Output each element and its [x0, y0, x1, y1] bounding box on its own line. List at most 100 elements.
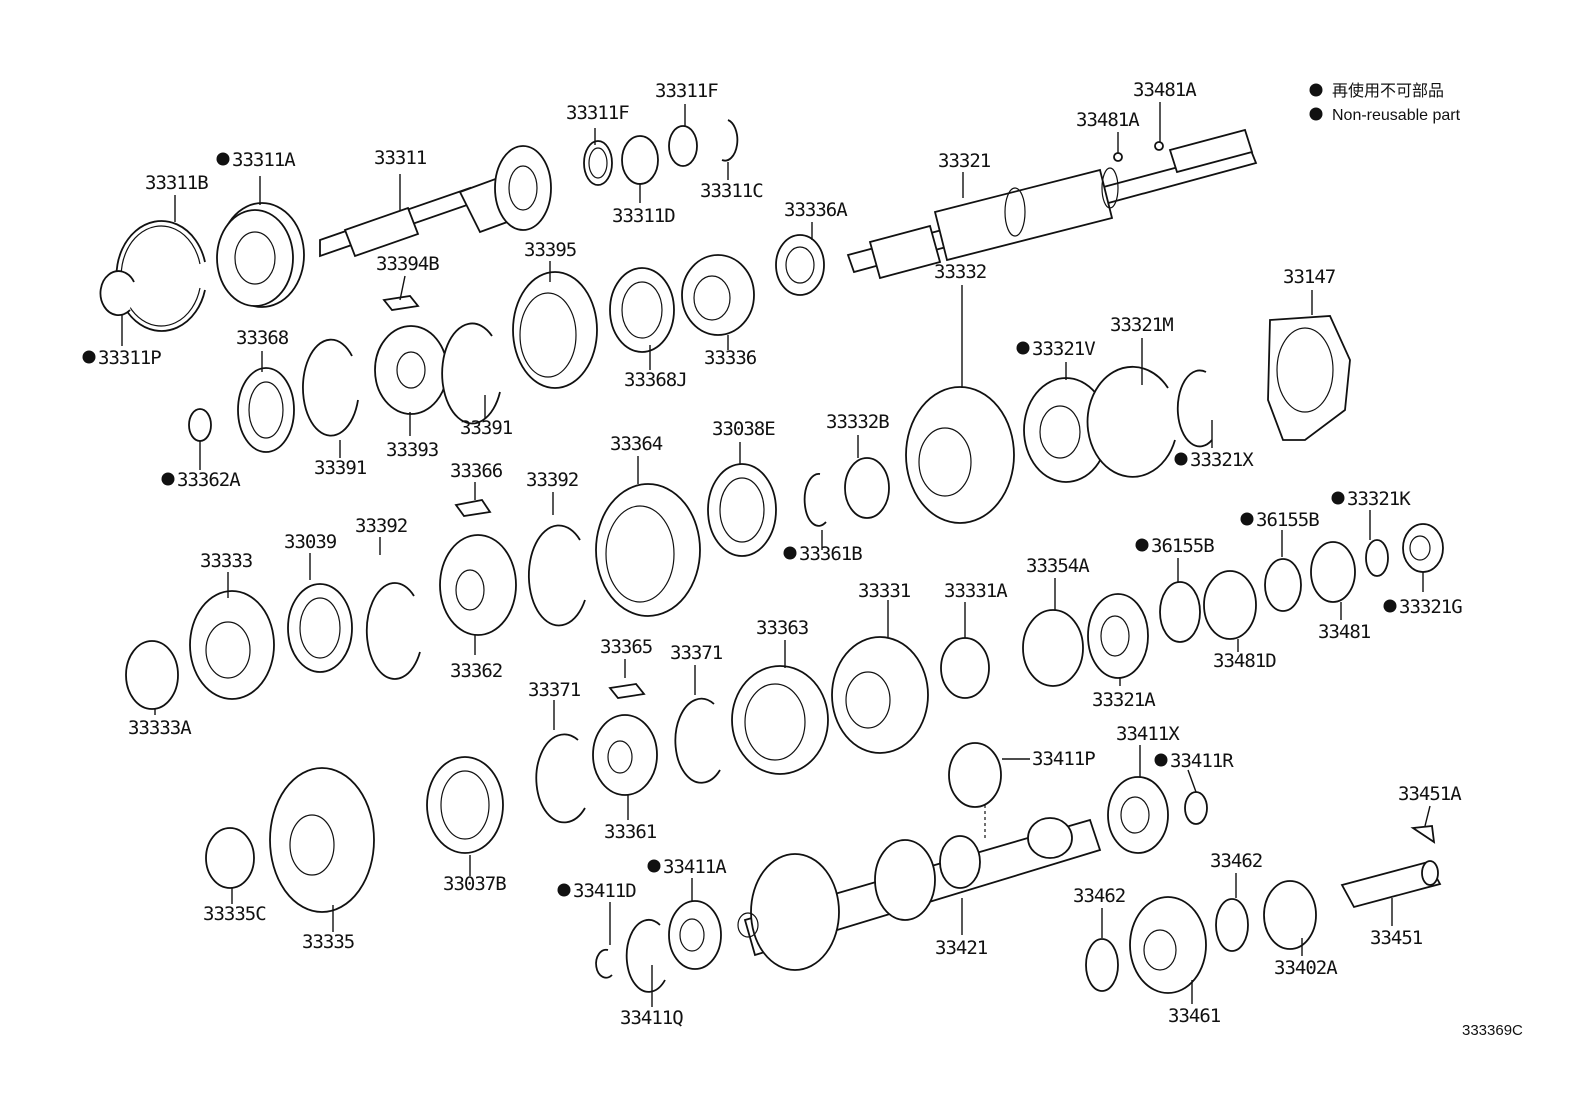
sleeve-part [512, 271, 598, 389]
needle-bearing-part [940, 637, 990, 699]
shifting-key-part [382, 295, 420, 311]
part-label: 33361B [783, 543, 863, 565]
snap-ring-part [527, 524, 586, 627]
part-label: 33311 [374, 147, 428, 169]
part-label: 33402A [1274, 957, 1339, 979]
snap-ring-part [625, 918, 666, 993]
key-part [1410, 825, 1436, 844]
needle-bearing-part [844, 457, 890, 519]
synchronizer-ring-part [609, 267, 675, 353]
part-number-text: 33365 [600, 636, 652, 658]
part-number-text: 33336A [784, 199, 848, 221]
part-label: 33335 [302, 931, 355, 953]
part-label: 33321A [1092, 689, 1157, 711]
needle-bearing-part [1310, 541, 1356, 603]
part-number-text: 33321G [1399, 596, 1462, 618]
part-number-text: 33393 [386, 439, 439, 461]
synchronizer-ring-part [287, 583, 353, 673]
housing-part [1267, 315, 1351, 441]
non-reusable-dot-icon [1309, 107, 1323, 121]
part-number-text: 33481A [1076, 109, 1140, 131]
part-number-text: 33391 [460, 417, 513, 439]
shifting-key-part [454, 499, 492, 517]
output-shaft-part [846, 128, 1258, 280]
part-number-text: 33461 [1168, 1005, 1221, 1027]
part-number-text: 33333 [200, 550, 253, 572]
part-number-text: 33391 [314, 457, 367, 479]
part-number-text: 33361 [604, 821, 657, 843]
part-label: 33481D [1213, 650, 1277, 672]
snap-ring-part [803, 473, 827, 527]
part-number-text: 33311D [612, 205, 675, 227]
gear-part [189, 590, 275, 700]
part-number-text: 33451A [1398, 783, 1462, 805]
part-number-text: 33371 [528, 679, 581, 701]
part-number-text: 33331 [858, 580, 911, 602]
shifting-key-part [608, 683, 646, 699]
part-label: 33321M [1110, 314, 1174, 336]
part-label: 33354A [1026, 555, 1091, 577]
part-label: 33392 [526, 469, 579, 491]
part-number-text: 36155B [1256, 509, 1319, 531]
part-label: 33331A [944, 580, 1009, 602]
ring-part [1184, 791, 1208, 825]
counter-gear-part [737, 817, 1102, 971]
part-label: 33462 [1210, 850, 1263, 872]
gear-part [905, 386, 1015, 524]
synchronizer-ring-part [426, 756, 504, 854]
part-label: 33331 [858, 580, 912, 602]
part-number-text: 33311A [232, 149, 296, 171]
part-number-text: 33411X [1116, 723, 1180, 745]
part-label: 33411D [557, 880, 637, 902]
part-label: 33393 [386, 439, 440, 461]
part-label: 33335C [203, 903, 267, 925]
part-label: 33395 [524, 239, 577, 261]
bearing-part [1087, 593, 1149, 679]
part-number-text: 33333A [128, 717, 192, 739]
gear-part [269, 767, 375, 913]
part-number-text: 33147 [1283, 266, 1336, 288]
part-number-text: 33321K [1347, 488, 1411, 510]
part-label: 33391 [460, 417, 514, 439]
part-number-text: 33331A [944, 580, 1008, 602]
part-label: 33039 [284, 531, 338, 553]
part-label: 33462 [1073, 885, 1126, 907]
part-label: 33362A [161, 469, 242, 491]
part-label: 33321X [1174, 449, 1255, 471]
diagram-code: 333369C [1462, 1022, 1523, 1039]
non-reusable-dot-icon [161, 472, 175, 486]
non-reusable-dot-icon [1154, 753, 1168, 767]
part-label: 33336 [704, 347, 758, 369]
ring-part [668, 125, 698, 167]
bearing-part [668, 900, 722, 970]
legend-en: Non-reusable part [1332, 107, 1461, 124]
part-number-text: 33354A [1026, 555, 1090, 577]
non-reusable-dot-icon [1309, 83, 1323, 97]
part-number-text: 33411A [663, 856, 727, 878]
part-number-text: 33332 [934, 261, 986, 283]
part-number-text: 33371 [670, 642, 723, 664]
part-label: 33411X [1116, 723, 1181, 745]
part-number-text: 33451 [1370, 927, 1423, 949]
non-reusable-dot-icon [1135, 538, 1149, 552]
part-number-text: 33336 [704, 347, 757, 369]
hub-part [592, 714, 658, 796]
part-number-text: 33402A [1274, 957, 1338, 979]
part-label: 33336A [784, 199, 849, 221]
sleeve-part [731, 665, 829, 775]
part-label: 33364 [610, 433, 664, 455]
part-number-text: 33037B [443, 873, 506, 895]
part-number-text: 33362A [177, 469, 241, 491]
bearing-part [1107, 776, 1169, 854]
part-number-text: 33311 [374, 147, 427, 169]
legend-jp: 再使用不可部品 [1332, 82, 1444, 100]
snap-ring-part [365, 582, 421, 680]
part-number-text: 36155B [1151, 535, 1214, 557]
part-label: 33321G [1383, 596, 1463, 618]
gear-part [1129, 896, 1207, 994]
non-reusable-dot-icon [1174, 452, 1188, 466]
part-label: 33394B [376, 253, 440, 275]
sleeve-part [595, 483, 701, 617]
part-label: 33368J [624, 369, 688, 391]
